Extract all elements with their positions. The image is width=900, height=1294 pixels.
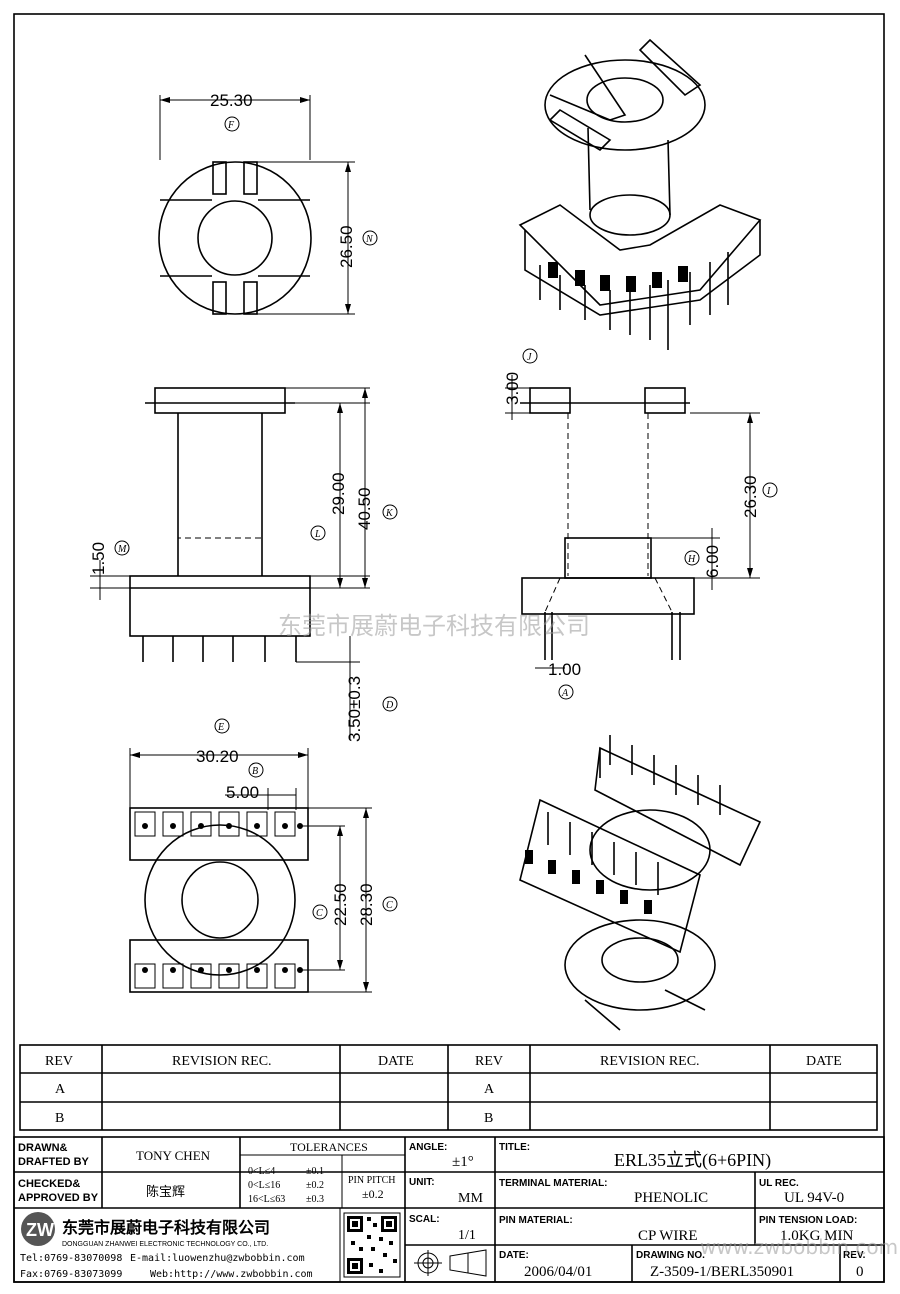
svg-text:ZW: ZW: [26, 1220, 54, 1240]
bottom-view: 30.20 E 5.00 B 22.50 28.30 C C: [129, 718, 398, 993]
tel: Tel:0769-83070098: [20, 1253, 122, 1264]
rev-header-1: REV: [45, 1054, 73, 1069]
rev-label: REV.: [843, 1250, 866, 1261]
web: Web:http://www.zwbobbin.com: [150, 1269, 313, 1280]
checked-label-1: CHECKED&: [18, 1178, 80, 1190]
dim-30-20: 30.20: [196, 747, 239, 766]
sheet-border: [13, 13, 885, 1283]
marker-h: H: [687, 554, 696, 565]
rev-row-b-1: B: [55, 1111, 64, 1126]
terminal-material-label: TERMINAL MATERIAL:: [499, 1178, 608, 1189]
top-view: 25.30 F 26.50 N: [158, 91, 378, 315]
dim-26-50: 26.50: [337, 225, 356, 268]
marker-b: B: [252, 766, 258, 777]
marker-d: D: [385, 700, 394, 711]
tol-value-3: ±0.3: [306, 1194, 324, 1205]
date-value: 2006/04/01: [524, 1264, 592, 1280]
side-view: 3.00 J 26.30 I 6.00 H 1.00 A: [503, 348, 778, 700]
terminal-material-value: PHENOLIC: [634, 1190, 708, 1206]
marker-c-2: C: [386, 900, 393, 911]
corner-watermark: www.zwbobbin.com: [700, 1235, 898, 1259]
dim-6-00: 6.00: [703, 545, 722, 578]
company-name-cn: 东莞市展蔚电子科技有限公司: [62, 1218, 270, 1237]
front-view: 29.00 L 40.50 K 1.50 M 3.50±0.3 D: [89, 387, 398, 742]
projection-symbol: [414, 1249, 487, 1277]
pin-material-value: CP WIRE: [638, 1228, 698, 1244]
marker-n: N: [365, 234, 374, 245]
watermark: 东莞市展蔚电子科技有限公司: [278, 612, 590, 640]
revision-rec-header-1: REVISION REC.: [172, 1054, 272, 1069]
marker-j: J: [527, 352, 532, 363]
company-logo: ZW: [21, 1212, 55, 1246]
rev-row-a-1: A: [55, 1082, 66, 1097]
pin-tension-label: PIN TENSION LOAD:: [759, 1215, 857, 1226]
dim-5-00: 5.00: [226, 783, 259, 802]
dim-22-50: 22.50: [331, 883, 350, 926]
rev-row-a-2: A: [484, 1082, 495, 1097]
pin-material-label: PIN MATERIAL:: [499, 1215, 573, 1226]
qr-code: [343, 1212, 401, 1278]
tol-range-2: 0<L≤16: [248, 1180, 280, 1191]
dim-3-00: 3.00: [503, 372, 522, 405]
marker-k: K: [385, 508, 394, 519]
rev-row-b-2: B: [484, 1111, 493, 1126]
drawn-value: TONY CHEN: [136, 1148, 211, 1163]
drawing-no-value: Z-3509-1/BERL350901: [650, 1264, 794, 1280]
ul-rec-label: UL REC.: [759, 1178, 799, 1189]
scale-value: 1/1: [458, 1228, 476, 1243]
company-name-en: DONGGUAN ZHANWEI ELECTRONIC TECHNOLOGY C…: [62, 1241, 268, 1248]
revision-table: REV REVISION REC. DATE REV REVISION REC.…: [19, 1044, 878, 1131]
drawn-label-2: DRAFTED BY: [18, 1156, 90, 1168]
date-header-1: DATE: [378, 1054, 414, 1069]
marker-l: L: [314, 529, 321, 540]
marker-f: F: [227, 120, 235, 131]
marker-m: M: [117, 544, 127, 555]
marker-a: A: [561, 688, 569, 699]
isometric-view-top: [518, 38, 762, 350]
dim-3-50: 3.50±0.3: [345, 676, 364, 742]
checked-value: 陈宝辉: [146, 1184, 185, 1199]
dim-26-30: 26.30: [741, 475, 760, 518]
unit-label: UNIT:: [409, 1177, 435, 1188]
email: E-mail:luowenzhu@zwbobbin.com: [130, 1253, 305, 1264]
unit-value: MM: [458, 1191, 483, 1206]
dim-1-50: 1.50: [89, 542, 108, 575]
tol-value-1: ±0.1: [306, 1166, 324, 1177]
scale-label: SCAL:: [409, 1214, 440, 1225]
tol-range-1: 0<L≤4: [248, 1166, 275, 1177]
marker-c-1: C: [316, 908, 323, 919]
marker-e: E: [217, 722, 224, 733]
date-header-2: DATE: [806, 1054, 842, 1069]
date-label: DATE:: [499, 1250, 529, 1261]
checked-label-2: APPROVED BY: [18, 1192, 99, 1204]
dim-28-30: 28.30: [357, 883, 376, 926]
dim-40-50: 40.50: [355, 487, 374, 530]
tolerances-label: TOLERANCES: [290, 1140, 368, 1154]
dim-25-30: 25.30: [210, 91, 253, 110]
fax: Fax:0769-83073099: [20, 1269, 122, 1280]
dim-1-00: 1.00: [548, 660, 581, 679]
ul-rec-value: UL 94V-0: [784, 1190, 844, 1206]
tol-range-3: 16<L≤63: [248, 1194, 285, 1205]
isometric-view-bottom: [519, 735, 762, 1031]
dim-29-00: 29.00: [329, 472, 348, 515]
title-value: ERL35立式(6+6PIN): [614, 1150, 771, 1171]
drawing-no-label: DRAWING NO.: [636, 1250, 705, 1261]
drawn-label-1: DRAWN&: [18, 1142, 68, 1154]
marker-i: I: [766, 486, 771, 497]
rev-value: 0: [856, 1264, 864, 1280]
pin-tension-value: 1.0KG MIN: [780, 1228, 853, 1244]
revision-rec-header-2: REVISION REC.: [600, 1054, 700, 1069]
pin-pitch-label: PIN PITCH: [348, 1175, 396, 1186]
angle-label: ANGLE:: [409, 1142, 447, 1153]
title-block: DRAWN& DRAFTED BY TONY CHEN CHECKED& APP…: [13, 1136, 898, 1283]
pin-pitch-value: ±0.2: [362, 1187, 384, 1201]
rev-header-2: REV: [475, 1054, 503, 1069]
title-label: TITLE:: [499, 1142, 530, 1153]
angle-value: ±1°: [452, 1154, 474, 1170]
tol-value-2: ±0.2: [306, 1180, 324, 1191]
